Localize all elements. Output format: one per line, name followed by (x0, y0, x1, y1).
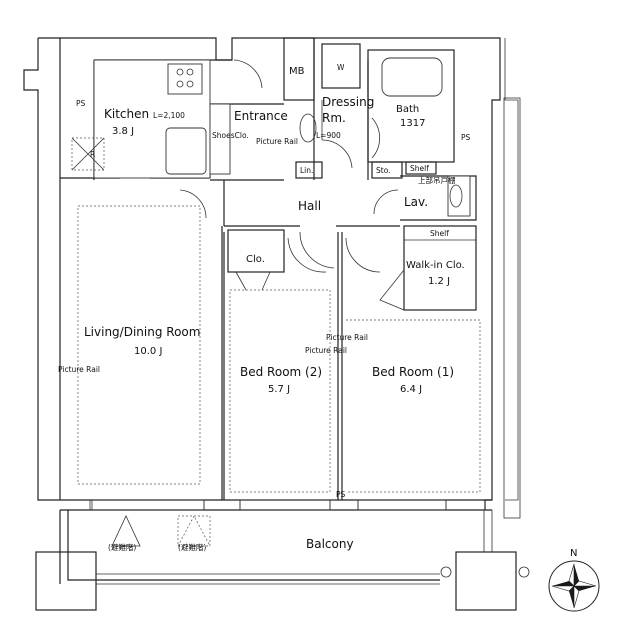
picture-rail-entrance-label: Picture Rail (256, 137, 298, 146)
walkin-area-label: 1.2 J (428, 276, 450, 287)
picture-rail-living-label: Picture Rail (58, 365, 100, 374)
living-area-label: 10.0 J (134, 346, 162, 357)
ps-bottom-label: PS (336, 490, 346, 499)
room-labels: Kitchen L=2,100 3.8 J R MB W Entrance Sh… (58, 63, 471, 552)
lav-label: Lav. (404, 195, 428, 209)
picture-rail-bed2-label: Picture Rail (305, 346, 347, 355)
walkin-shelf-label: Shelf (430, 229, 449, 238)
linen-label: Lin. (300, 166, 313, 175)
ceiling-height-label: L=900 (316, 131, 341, 140)
balcony-label: Balcony (306, 537, 354, 551)
dressing-label-2: Rm. (322, 111, 346, 125)
entrance-label: Entrance (234, 109, 288, 123)
living-label: Living/Dining Room (84, 325, 200, 339)
bath-size-label: 1317 (400, 118, 425, 129)
compass-north-label: N (570, 548, 577, 559)
compass: N (548, 548, 600, 612)
bed1-area-label: 6.4 J (400, 384, 422, 395)
shoes-closet-label: ShoesClo. (212, 131, 249, 140)
evac-right-label: (避難階) (178, 542, 206, 552)
washer-label: W (337, 63, 345, 72)
bath-label: Bath (396, 104, 419, 115)
interior-walls (60, 37, 530, 578)
hall-label: Hall (298, 199, 321, 213)
ps-right-label: PS (461, 133, 471, 142)
kitchen-area-label: 3.8 J (112, 126, 134, 137)
dressing-label-1: Dressing (322, 95, 374, 109)
kitchen-label: Kitchen (104, 107, 149, 121)
shelf-upper-label: Shelf (410, 164, 429, 173)
mb-label: MB (289, 66, 305, 77)
bed2-label: Bed Room (2) (240, 365, 322, 379)
storage-label: Sto. (376, 166, 391, 175)
walkin-label: Walk-in Clo. (406, 260, 465, 271)
bed2-area-label: 5.7 J (268, 384, 290, 395)
picture-rail-bed1-label: Picture Rail (326, 333, 368, 342)
bed1-label: Bed Room (1) (372, 365, 454, 379)
upper-cabinet-label: 上部吊戸棚 (418, 175, 456, 185)
closet-label: Clo. (246, 254, 265, 265)
ps-left-label: PS (76, 99, 86, 108)
refrigerator-label: R (90, 150, 95, 159)
evac-left-label: (避難階) (108, 542, 136, 552)
kitchen-ceiling-label: L=2,100 (153, 111, 185, 120)
